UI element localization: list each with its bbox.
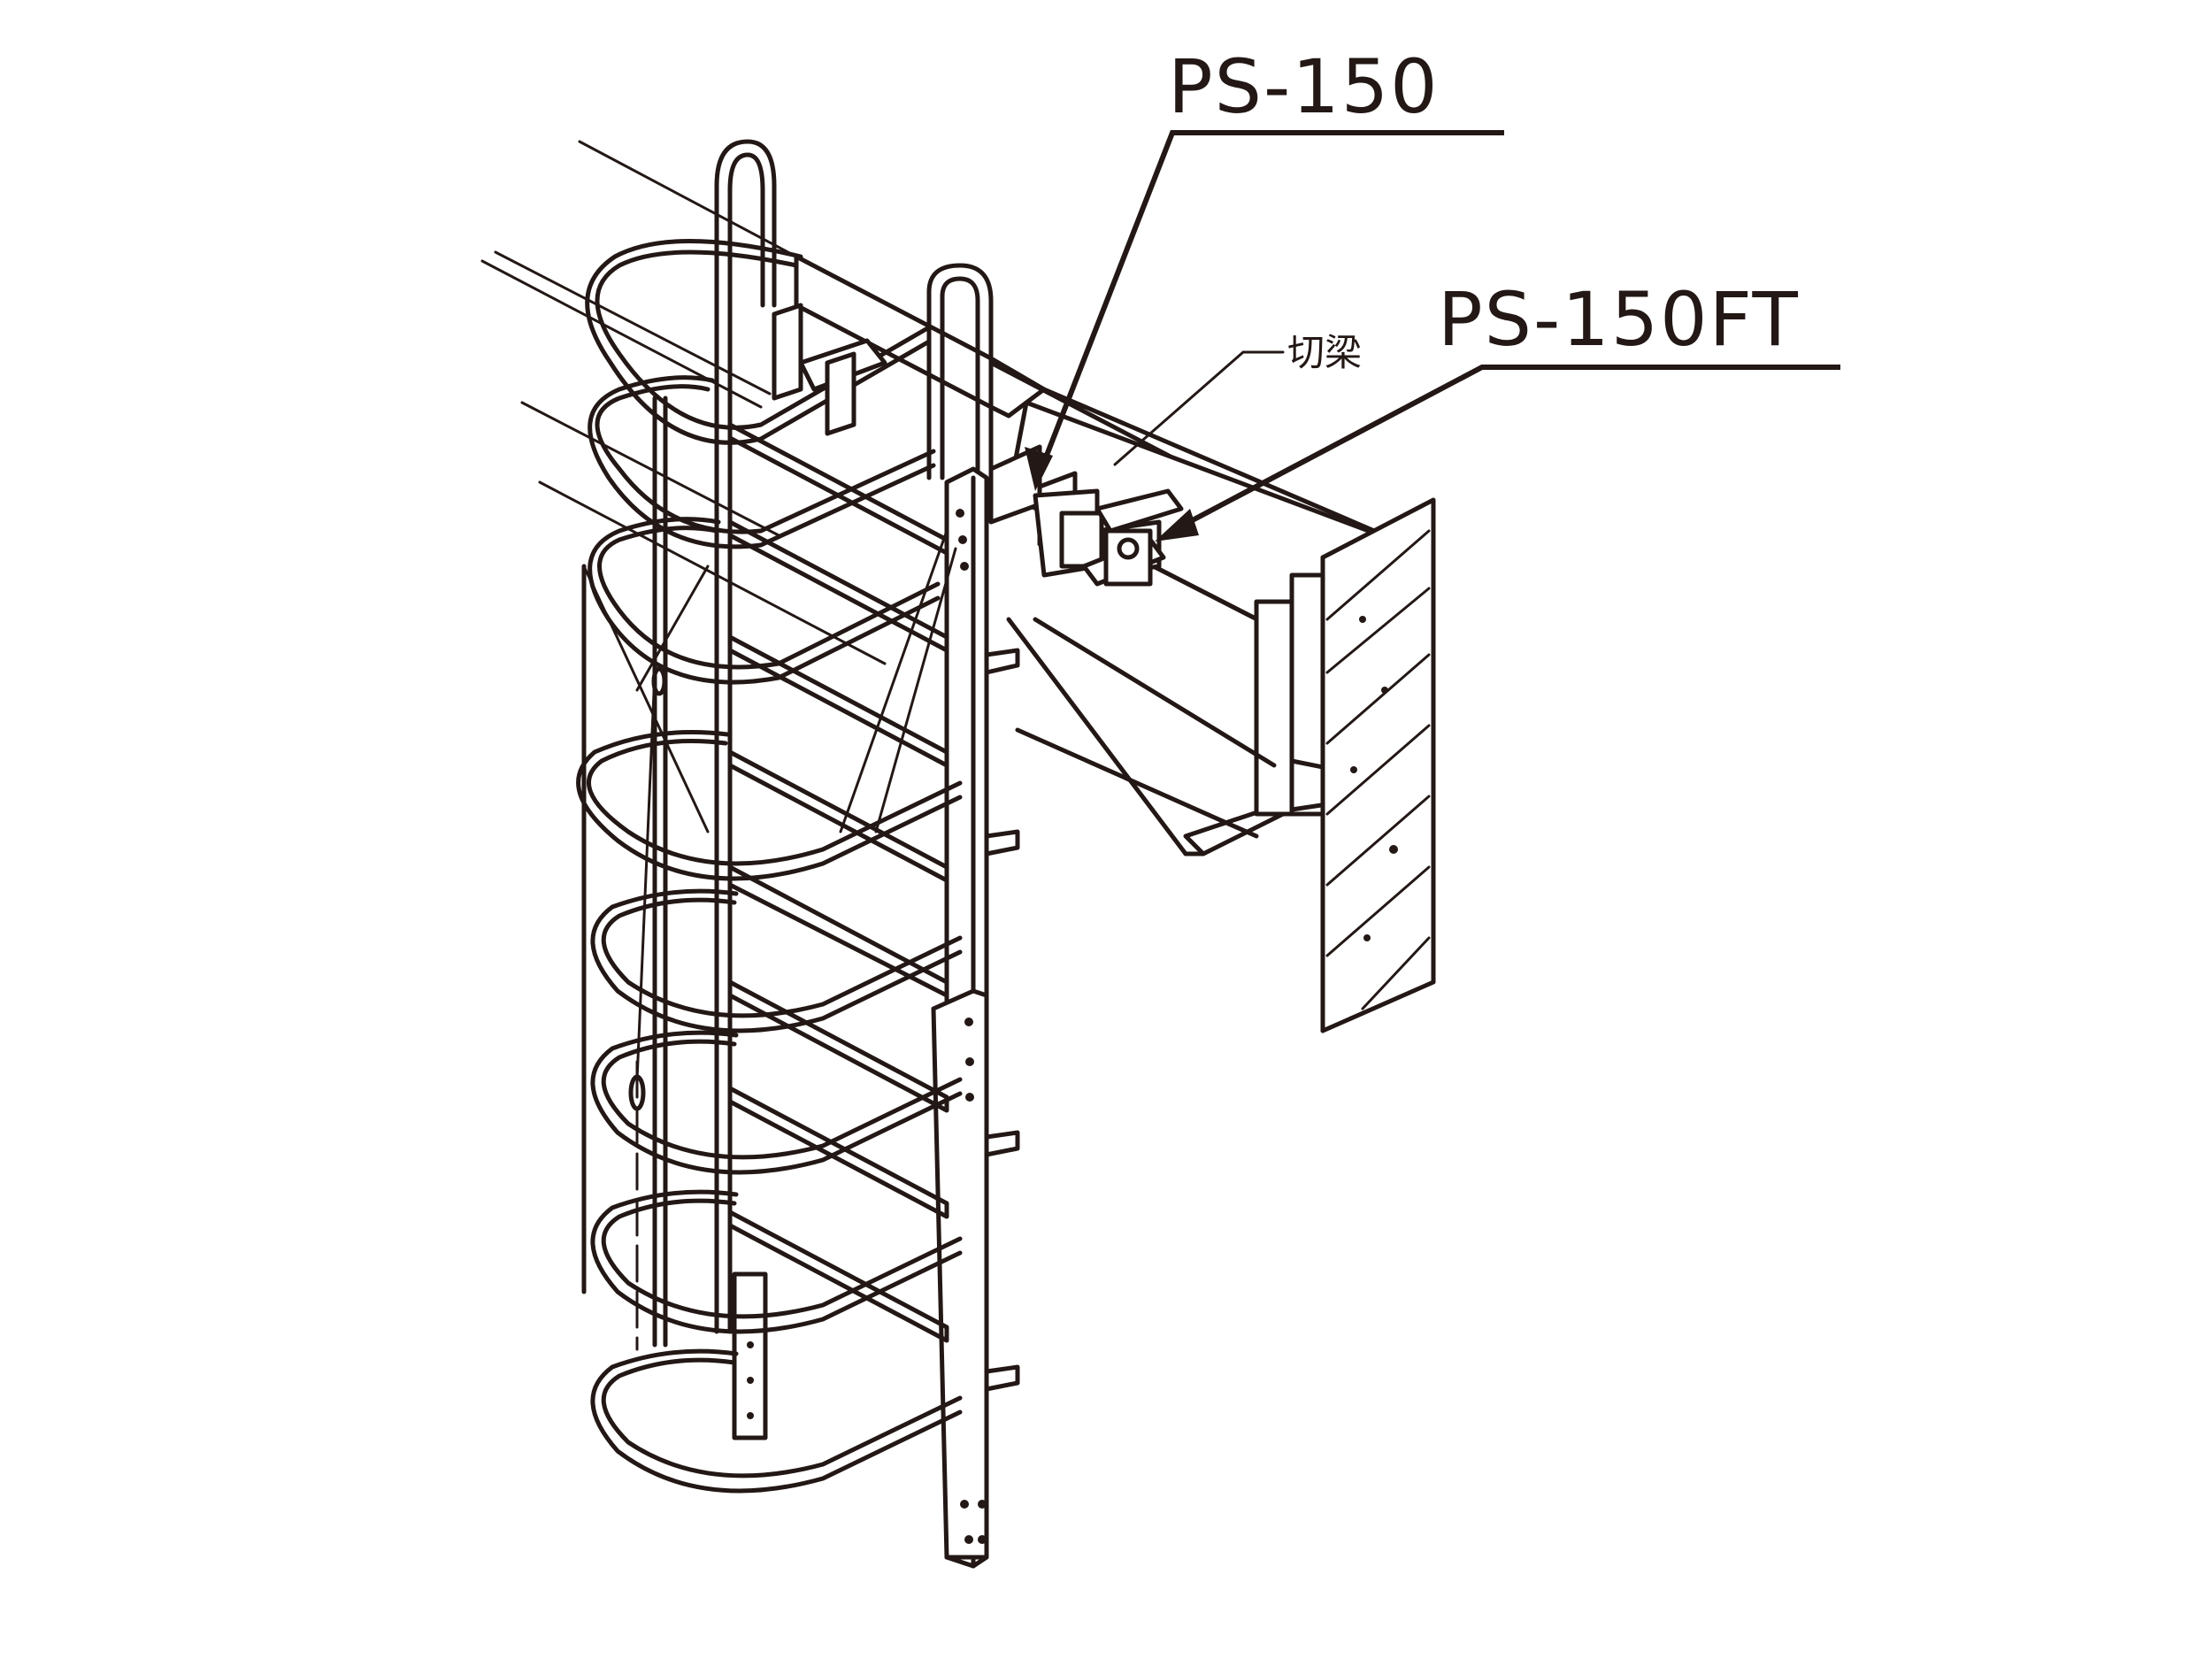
ladder-rungs [727, 422, 1020, 1392]
leader-ps-150 [1037, 130, 1504, 475]
label-beam: 切梁 [1287, 331, 1362, 374]
label-ps-150ft-group: PS-150FT [1155, 276, 1840, 541]
cage-wires [582, 529, 957, 1111]
arrowhead-ps-150ft [1155, 509, 1199, 541]
wall-section [1320, 497, 1436, 1033]
ps-150ft-clamp [1081, 488, 1184, 587]
cage-vertical-bars [581, 396, 668, 1351]
label-beam-group: 切梁 [1113, 331, 1362, 466]
cage-hoops [576, 239, 963, 1494]
ladder-right-rail [926, 263, 994, 1569]
leader-beam [1113, 350, 1285, 466]
label-ps-150: PS-150 [1168, 43, 1440, 130]
label-ps-150-group: PS-150 [1025, 43, 1504, 491]
arrowhead-ps-150 [1025, 447, 1053, 491]
label-ps-150ft: PS-150FT [1438, 276, 1800, 363]
top-bracket [772, 303, 887, 436]
leader-ps-150ft [1171, 365, 1840, 534]
